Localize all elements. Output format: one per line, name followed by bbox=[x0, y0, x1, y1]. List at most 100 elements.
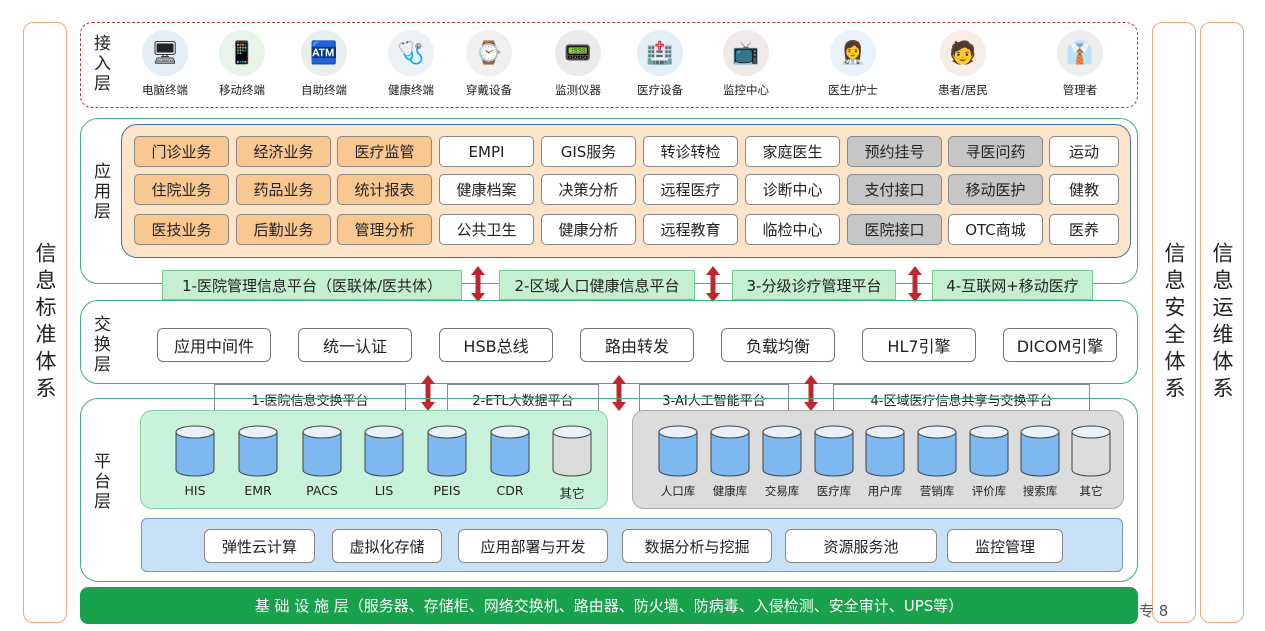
platform-4[interactable]: 4-互联网+移动医疗 bbox=[932, 270, 1093, 300]
exchange-platform-3[interactable]: 3-AI人工智能平台 bbox=[639, 384, 789, 414]
app-module[interactable]: 药品业务 bbox=[236, 174, 331, 205]
database-label: PACS bbox=[306, 483, 338, 498]
database-item: EMR bbox=[238, 425, 278, 498]
exchange-platform-1[interactable]: 1-医院信息交换平台 bbox=[214, 384, 406, 414]
app-module[interactable]: 健教 bbox=[1049, 174, 1119, 205]
database-item: 营销库 bbox=[917, 425, 957, 499]
app-module[interactable]: OTC商城 bbox=[948, 214, 1043, 245]
wearable-device-icon: ⌚ bbox=[466, 30, 512, 76]
exchange-component[interactable]: HL7引擎 bbox=[862, 328, 976, 362]
app-module[interactable]: 统计报表 bbox=[337, 174, 432, 205]
app-module[interactable]: 医养 bbox=[1049, 214, 1119, 245]
app-module[interactable]: 诊断中心 bbox=[745, 174, 840, 205]
device-label: 自助终端 bbox=[301, 83, 347, 97]
database-label: 医疗库 bbox=[816, 484, 852, 498]
app-module[interactable]: 健康分析 bbox=[541, 214, 636, 245]
access-layer-label: 接入层 bbox=[90, 34, 110, 94]
device-label: 移动终端 bbox=[219, 83, 265, 97]
app-module[interactable]: 医技业务 bbox=[134, 214, 229, 245]
database-icon bbox=[490, 425, 530, 477]
cloud-service[interactable]: 弹性云计算 bbox=[204, 529, 315, 563]
device-label: 监测仪器 bbox=[555, 83, 601, 97]
self-service-terminal-icon: 🏧 bbox=[301, 30, 347, 76]
database-label: HIS bbox=[184, 483, 206, 498]
platform-3[interactable]: 3-分级诊疗管理平台 bbox=[732, 270, 896, 300]
app-module[interactable]: 转诊转检 bbox=[643, 136, 738, 167]
device-medical-equipment: 🏥医疗设备 bbox=[619, 30, 701, 98]
database-icon bbox=[814, 425, 854, 477]
platform-1[interactable]: 1-医院管理信息平台（医联体/医共体） bbox=[162, 270, 462, 300]
device-self-service-terminal: 🏧 自助终端 bbox=[283, 30, 365, 98]
cloud-service[interactable]: 虚拟化存储 bbox=[332, 529, 442, 563]
monitoring-center-icon: 📺 bbox=[723, 30, 769, 76]
exchange-component[interactable]: 路由转发 bbox=[580, 328, 694, 362]
app-module[interactable]: 决策分析 bbox=[541, 174, 636, 205]
exchange-component[interactable]: 负载均衡 bbox=[721, 328, 835, 362]
database-item: 医疗库 bbox=[814, 425, 854, 499]
database-label: LIS bbox=[374, 483, 394, 498]
cloud-service[interactable]: 监控管理 bbox=[947, 529, 1063, 563]
exchange-component[interactable]: HSB总线 bbox=[439, 328, 553, 362]
cloud-service[interactable]: 资源服务池 bbox=[785, 529, 937, 563]
database-label: 交易库 bbox=[764, 484, 800, 498]
app-module[interactable]: 寻医问药 bbox=[948, 136, 1043, 167]
app-module[interactable]: 支付接口 bbox=[847, 174, 942, 205]
app-module[interactable]: 住院业务 bbox=[134, 174, 229, 205]
exchange-component[interactable]: DICOM引擎 bbox=[1003, 328, 1117, 362]
app-module[interactable]: 医疗监管 bbox=[337, 136, 432, 167]
medical-equipment-icon: 🏥 bbox=[637, 30, 683, 76]
device-patient-resident: 🧑患者/居民 bbox=[922, 30, 1004, 98]
app-module[interactable]: GIS服务 bbox=[541, 136, 636, 167]
device-label: 穿戴设备 bbox=[466, 83, 512, 97]
database-label: 评价库 bbox=[971, 484, 1007, 498]
info-ops-panel: 信息运维体系 bbox=[1200, 22, 1244, 623]
app-module[interactable]: 移动医护 bbox=[948, 174, 1043, 205]
database-item: HIS bbox=[175, 425, 215, 498]
device-label: 监控中心 bbox=[723, 83, 769, 97]
app-module[interactable]: 门诊业务 bbox=[134, 136, 229, 167]
database-icon bbox=[969, 425, 1009, 477]
database-icon bbox=[1071, 425, 1111, 477]
app-module[interactable]: 预约挂号 bbox=[847, 136, 942, 167]
device-label: 电脑终端 bbox=[142, 83, 188, 97]
info-standard-panel: 信息标准体系 bbox=[23, 22, 67, 623]
database-label: 健康库 bbox=[712, 484, 748, 498]
cloud-service[interactable]: 应用部署与开发 bbox=[458, 529, 608, 563]
device-computer-terminal: 🖥电脑终端 bbox=[124, 30, 206, 98]
database-label: 搜索库 bbox=[1022, 484, 1058, 498]
app-module[interactable]: 管理分析 bbox=[337, 214, 432, 245]
app-module[interactable]: 运动 bbox=[1049, 136, 1119, 167]
database-label: 其它 bbox=[1079, 484, 1103, 498]
exchange-component[interactable]: 统一认证 bbox=[298, 328, 412, 362]
database-label: CDR bbox=[496, 483, 524, 498]
application-layer-label: 应用层 bbox=[90, 162, 110, 222]
device-monitoring-center: 📺 监控中心 bbox=[705, 30, 787, 98]
database-item: PEIS bbox=[427, 425, 467, 498]
database-item: 交易库 bbox=[762, 425, 802, 499]
app-module[interactable]: 远程教育 bbox=[643, 214, 738, 245]
cloud-service[interactable]: 数据分析与挖掘 bbox=[622, 529, 772, 563]
app-module[interactable]: 后勤业务 bbox=[236, 214, 331, 245]
database-item: 其它 bbox=[1071, 425, 1111, 499]
manager-icon: 👔 bbox=[1057, 30, 1103, 76]
app-module[interactable]: 经济业务 bbox=[236, 136, 331, 167]
app-module[interactable]: 医院接口 bbox=[847, 214, 942, 245]
app-module[interactable]: 公共卫生 bbox=[439, 214, 534, 245]
app-module[interactable]: 家庭医生 bbox=[745, 136, 840, 167]
exchange-layer-label: 交换层 bbox=[90, 315, 110, 375]
infrastructure-layer: 基 础 设 施 层（服务器、存储柜、网络交换机、路由器、防火墙、防病毒、入侵检测… bbox=[80, 587, 1138, 624]
database-label: 其它 bbox=[559, 486, 585, 501]
app-module[interactable]: 临检中心 bbox=[745, 214, 840, 245]
exchange-component[interactable]: 应用中间件 bbox=[157, 328, 271, 362]
database-icon bbox=[865, 425, 905, 477]
app-module[interactable]: 远程医疗 bbox=[643, 174, 738, 205]
app-module[interactable]: 健康档案 bbox=[439, 174, 534, 205]
double-arrow-icon bbox=[612, 375, 626, 411]
database-item: 评价库 bbox=[969, 425, 1009, 499]
double-arrow-icon bbox=[421, 375, 435, 411]
info-standard-label: 信息标准体系 bbox=[33, 241, 57, 404]
double-arrow-icon bbox=[804, 375, 818, 411]
app-module[interactable]: EMPI bbox=[439, 136, 534, 167]
database-label: EMR bbox=[244, 483, 272, 498]
platform-2[interactable]: 2-区域人口健康信息平台 bbox=[499, 270, 695, 300]
